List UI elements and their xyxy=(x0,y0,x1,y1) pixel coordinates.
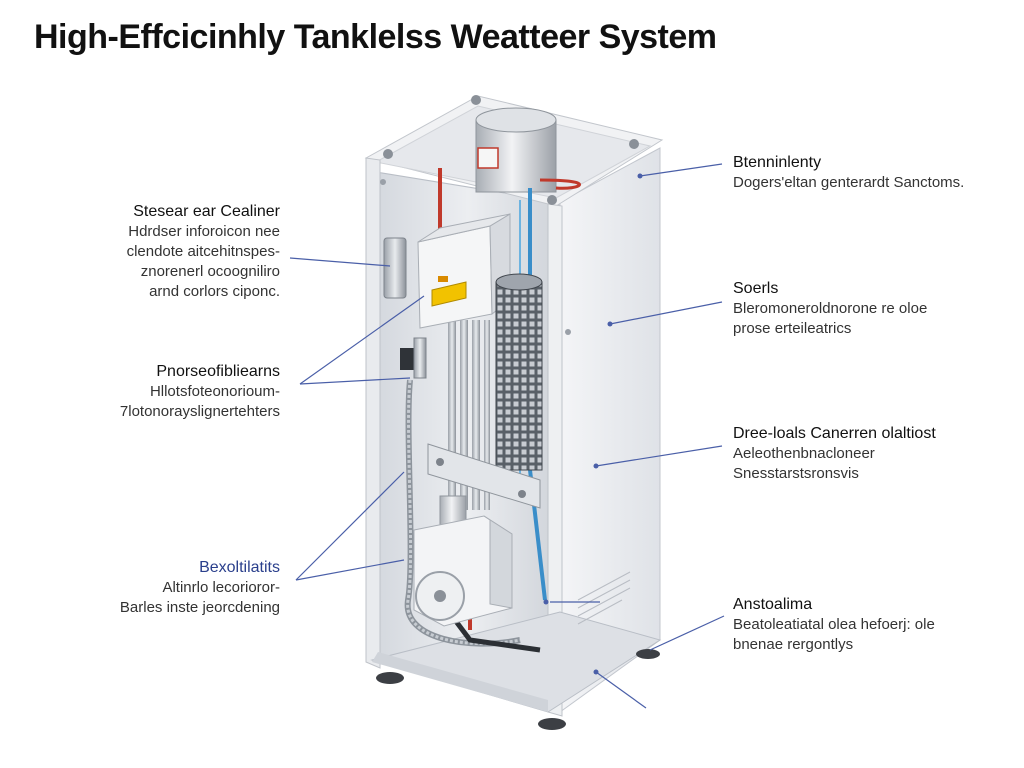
callout-line: Barles inste jeorcdening xyxy=(119,599,280,616)
leader-line xyxy=(595,671,647,709)
callout-right-1: Btenninlenty Dogers'eltan genterardt San… xyxy=(733,153,964,193)
cabinet-frame-front xyxy=(547,203,563,717)
foot xyxy=(376,672,404,684)
leader-line xyxy=(295,559,405,581)
callout-line: Aeleothenbnacloneer xyxy=(733,445,875,462)
callout-heading: Anstoalima xyxy=(733,596,813,613)
callout-left-3: Bexoltilatits Altinrlo lecorioror- Barle… xyxy=(120,558,280,618)
callout-line: Hllotsfoteonorioum- xyxy=(149,383,280,400)
callout-right-4: Anstoalima Beatoleatiatal olea hefoerj: … xyxy=(733,595,935,655)
callout-heading: Bexoltilatits xyxy=(199,559,280,576)
leader-line xyxy=(649,615,725,651)
callout-line: znorenerl ocoogniliro xyxy=(140,263,280,280)
callout-line: Altinrlo lecorioror- xyxy=(162,579,280,596)
control-module xyxy=(417,225,493,329)
callout-heading: Stesear ear Cealiner xyxy=(133,203,280,220)
foot xyxy=(538,718,566,730)
callout-line: Bleromoneroldnorone re oloe xyxy=(733,300,928,317)
callout-heading: Pnorseofibliearns xyxy=(156,363,280,380)
callout-left-1: Stesear ear Cealiner Hdrdser inforoicon … xyxy=(127,202,280,302)
callout-right-3: Dree-loals Canerren olaltiost Aeleothenb… xyxy=(733,424,936,484)
callout-line: arnd corlors ciponc. xyxy=(149,283,280,300)
callout-line: clendote aitcehitnspes- xyxy=(126,243,280,260)
leader-line xyxy=(299,295,425,385)
callout-line: bnenae rergontlys xyxy=(733,636,854,653)
leader-line xyxy=(289,257,391,267)
callout-line: 7lotonorayslignertehters xyxy=(119,403,280,420)
foot xyxy=(636,649,660,659)
callout-line: prose erteileatrics xyxy=(733,320,852,337)
leader-line xyxy=(609,301,723,325)
leader-line xyxy=(595,445,723,467)
callout-right-2: Soerls Bleromoneroldnorone re oloe prose… xyxy=(733,279,927,339)
callout-line: Dogers'eltan genterardt Sanctoms. xyxy=(733,174,965,191)
callout-heading: Btenninlenty xyxy=(733,154,822,171)
leader-line xyxy=(299,377,411,385)
heat-exchanger xyxy=(495,281,543,471)
cabinet-frame-left xyxy=(365,157,381,669)
callout-line: Beatoleatiatal olea hefoerj: ole xyxy=(733,616,935,633)
leader-line xyxy=(295,471,405,581)
callout-line: Hdrdser inforoicon nee xyxy=(128,223,280,240)
callout-heading: Dree-loals Canerren olaltiost xyxy=(733,425,936,442)
mounting-plate xyxy=(427,443,541,509)
callout-heading: Soerls xyxy=(733,280,779,297)
callout-line: Snesstarstsronsvis xyxy=(733,465,859,482)
leader-line xyxy=(639,163,723,177)
page-title: High-Effcicinhly Tanklelss Weatteer Syst… xyxy=(34,18,717,56)
callout-left-2: Pnorseofibliearns Hllotsfoteonorioum- 7l… xyxy=(120,362,280,422)
